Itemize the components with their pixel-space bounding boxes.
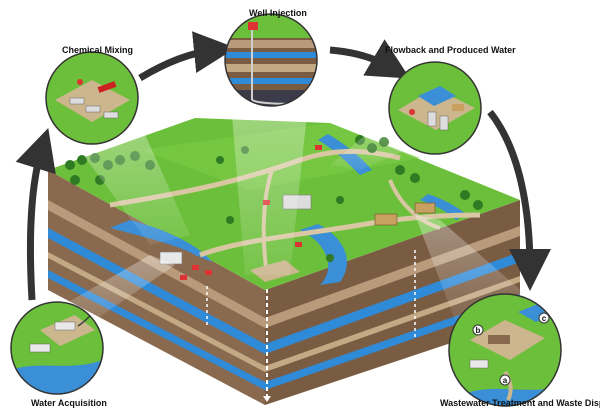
inset-flowback — [388, 61, 482, 155]
inset-wastewater: a b c — [448, 293, 562, 407]
marker-b: b — [472, 324, 484, 336]
inset-chemical-mixing — [45, 51, 139, 145]
marker-c-label: c — [542, 314, 547, 323]
label-well-injection: Well Injection — [249, 8, 307, 18]
label-water-acquisition: Water Acquisition — [31, 398, 107, 408]
process-cycle-arrows — [15, 31, 551, 301]
inset-well-injection — [224, 13, 318, 107]
marker-b-label: b — [476, 326, 481, 335]
inset-water-acquisition — [10, 301, 104, 395]
marker-a: a — [499, 374, 511, 386]
label-wastewater: Wastewater Treatment and Waste Disposal — [440, 398, 600, 408]
marker-c: c — [538, 312, 550, 324]
label-flowback: Flowback and Produced Water — [385, 45, 516, 55]
marker-a-label: a — [503, 376, 508, 385]
label-chemical-mixing: Chemical Mixing — [62, 45, 134, 55]
